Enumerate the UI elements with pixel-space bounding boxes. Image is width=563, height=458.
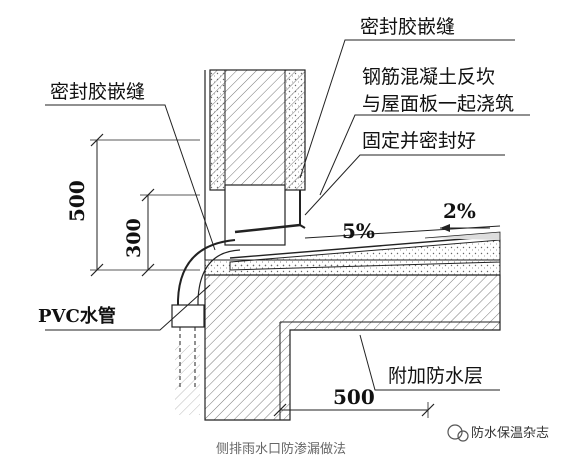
label-pvc-pipe: PVC水管 — [38, 305, 116, 327]
dim-500-horizontal: 500 — [333, 385, 375, 409]
figure-caption: 侧排雨水口防渗漏做法 — [216, 441, 346, 457]
roof-build-up — [229, 225, 501, 271]
parapet-wall — [204, 69, 306, 260]
leader-lines — [45, 39, 530, 391]
watermark-text: 防水保温杂志 — [471, 425, 549, 441]
dim-300-vertical: 300 — [123, 218, 145, 258]
slope-2-percent: 2% — [443, 199, 476, 223]
label-rc-curb-line2: 与屋面板一起浇筑 — [362, 93, 514, 115]
label-extra-waterproof: 附加防水层 — [388, 365, 483, 387]
wechat-icon — [447, 424, 469, 442]
slope-5-percent: 5% — [342, 219, 375, 243]
dimension-lines — [90, 133, 435, 418]
label-sealant-left: 密封胶嵌缝 — [50, 81, 145, 103]
label-fix-seal: 固定并密封好 — [362, 130, 476, 152]
label-sealant-top: 密封胶嵌缝 — [360, 16, 455, 38]
dim-500-vertical: 500 — [65, 180, 89, 222]
label-rc-curb-line1: 钢筋混凝土反坎 — [362, 66, 495, 88]
scupper-opening — [224, 184, 306, 246]
